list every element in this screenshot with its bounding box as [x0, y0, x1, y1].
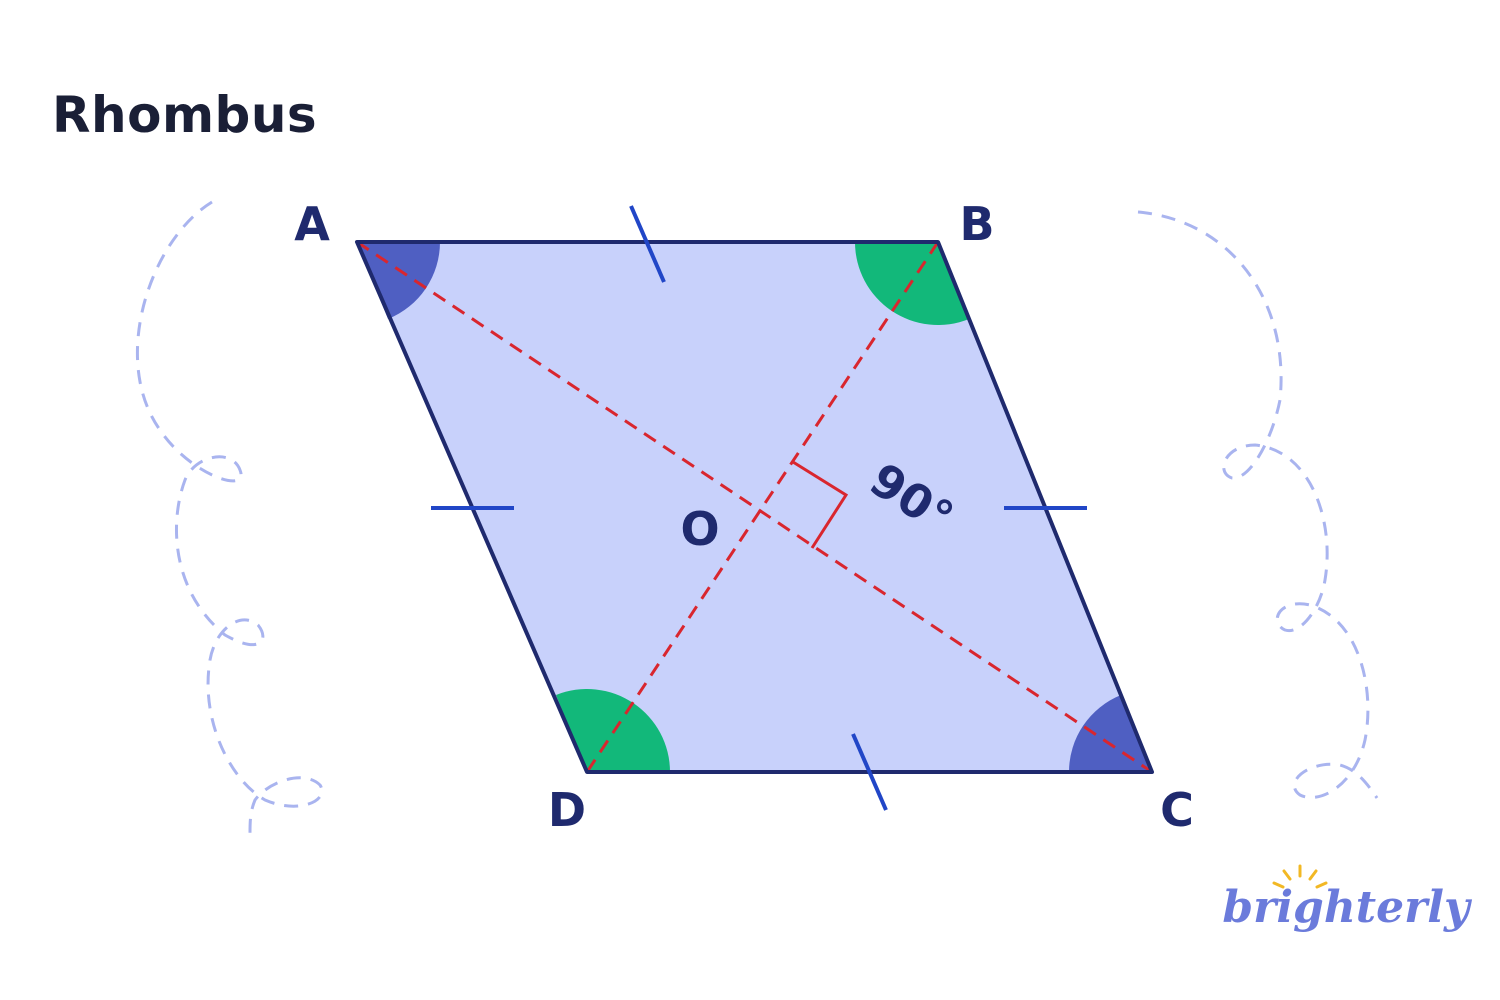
vertex-label-d: D	[548, 783, 586, 837]
equal-side-ticks	[431, 205, 1087, 811]
vertex-label-b: B	[959, 197, 994, 251]
page-title: Rhombus	[52, 86, 318, 144]
decorative-dashed-loops-left	[136, 200, 324, 836]
angle-c-mark	[1069, 695, 1152, 772]
brighterly-logo: brighterly	[1222, 864, 1473, 933]
tick-side-dc	[851, 733, 888, 811]
rhombus-outline	[355, 240, 1154, 774]
diagonal-bd	[585, 241, 940, 773]
sun-icon	[1272, 864, 1328, 889]
tick-side-ab	[629, 205, 666, 283]
vertex-label-a: A	[294, 197, 330, 251]
decorative-dashed-loops-right	[1137, 210, 1379, 800]
angle-a-mark	[357, 242, 440, 319]
center-label-o: O	[680, 502, 719, 556]
right-angle-marker	[792, 460, 849, 549]
logo-text: brighterly	[1222, 882, 1473, 933]
vertex-label-c: C	[1160, 783, 1194, 837]
